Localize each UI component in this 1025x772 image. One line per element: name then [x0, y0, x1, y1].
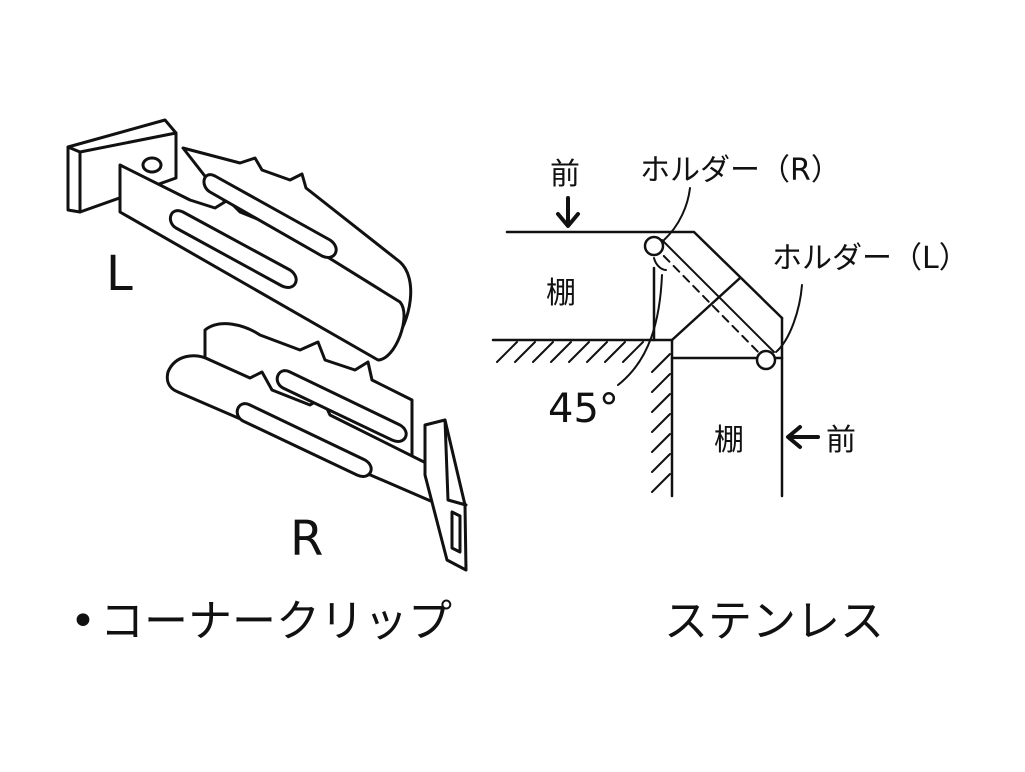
clip-r-letter: R [290, 511, 323, 567]
clip-r-slot-lower [235, 402, 373, 478]
top-shelf-outline [505, 230, 784, 320]
angle-label: 45° [548, 386, 619, 432]
clip-l-slot-upper [202, 173, 338, 259]
holder-r-label: ホルダー（R） [640, 153, 841, 188]
product-name-caption: コーナークリップ [100, 596, 452, 647]
clip-l-drawing [66, 118, 413, 362]
clip-l-bracket-lip [78, 131, 178, 154]
front-label-right: 前 [826, 423, 856, 458]
caption-bullet: • [70, 596, 96, 647]
corner-clip-illustration: L R [66, 118, 468, 572]
holder-l-leader [775, 284, 803, 353]
clip-l-letter: L [106, 246, 133, 302]
wall-hatching-horizontal [496, 341, 644, 363]
holder-solid-line [661, 239, 775, 353]
holder-r-leader [663, 187, 691, 241]
material-caption: ステンレス [664, 596, 884, 647]
front-label-top: 前 [550, 157, 580, 192]
clip-r-bracket-fold [443, 418, 468, 507]
holder-r-marker [643, 235, 665, 257]
installation-diagram [491, 187, 820, 498]
holder-dashed-line [653, 245, 767, 361]
down-arrow-icon [556, 196, 580, 228]
shelf-label-bottom: 棚 [714, 423, 744, 458]
holder-l-marker [755, 349, 777, 371]
shelf-label-top: 棚 [546, 276, 576, 311]
angle-leader [617, 274, 663, 386]
clip-r-bracket-slot [450, 510, 462, 554]
wall-hatching-vertical [651, 353, 671, 493]
corner-diagonal-inner [670, 276, 742, 342]
clip-r-slot-upper [275, 369, 408, 443]
clip-l-slot-lower [168, 209, 298, 289]
angle-arc [653, 257, 667, 271]
clip-l-screw-hole [141, 156, 163, 174]
clip-r-drawing [165, 322, 468, 572]
left-arrow-icon [786, 425, 820, 449]
holder-l-label: ホルダー（L） [772, 241, 969, 276]
